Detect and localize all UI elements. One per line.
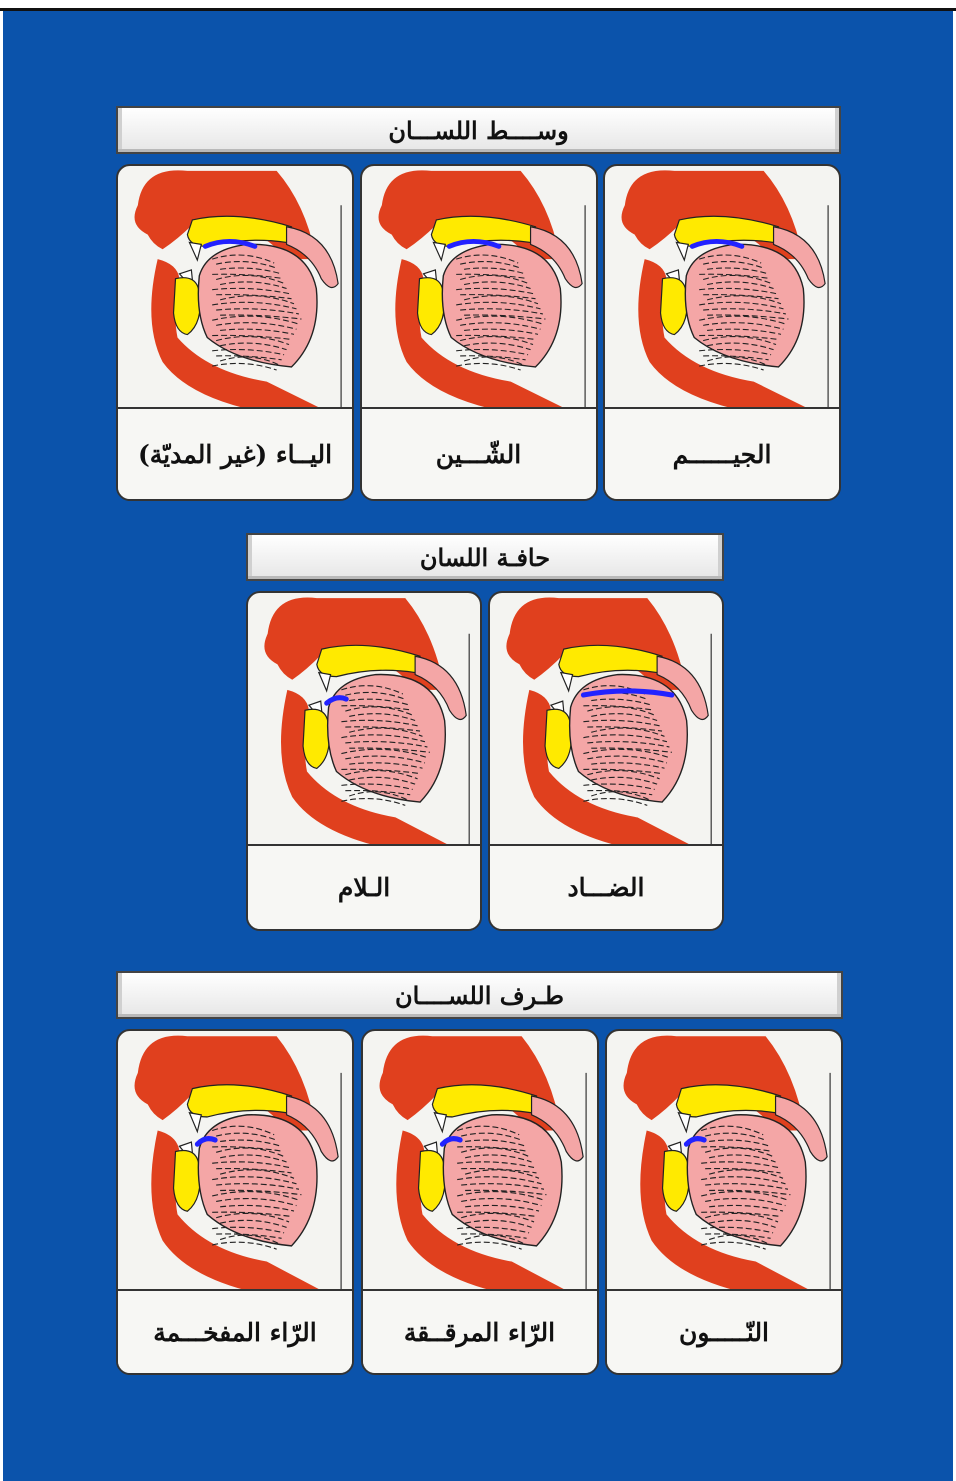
lower-gum <box>418 1150 445 1211</box>
mouth-diagram <box>118 1031 352 1293</box>
articulation-point <box>692 241 742 246</box>
group-title: طـرف اللســــان <box>116 971 843 1019</box>
upper-tooth <box>434 1113 446 1132</box>
articulation-card-sheen: الشّـــين <box>360 164 598 501</box>
articulation-point <box>449 241 499 246</box>
mouth-sagittal-svg <box>118 1031 352 1293</box>
letter-caption: اليــاء (غير المديّة) <box>118 407 352 499</box>
lower-gum <box>545 709 571 768</box>
group-title: وســــط اللســـان <box>116 106 841 154</box>
mouth-sagittal-svg <box>248 593 480 848</box>
mouth-sagittal-svg <box>362 166 596 411</box>
diagram-canvas: وســــط اللســـان الجيــــــم الشّـــين <box>3 11 953 1481</box>
group-tongue-tip: طـرف اللســــان النّـــــون الرّاء المرق… <box>116 971 843 1375</box>
upper-tooth <box>433 242 445 260</box>
mouth-diagram <box>118 166 352 411</box>
upper-tooth <box>678 1113 690 1132</box>
mouth-diagram <box>607 1031 841 1293</box>
lower-gum <box>174 278 201 335</box>
letter-caption: الـلام <box>248 844 480 929</box>
mouth-sagittal-svg <box>363 1031 597 1293</box>
lower-gum <box>663 1150 690 1211</box>
lower-gum <box>174 1150 201 1211</box>
articulation-card-yaa: اليــاء (غير المديّة) <box>116 164 354 501</box>
tongue <box>198 1115 317 1246</box>
mouth-diagram <box>362 166 596 411</box>
articulation-card-laam: الـلام <box>246 591 482 931</box>
letter-caption: الرّاء المفخـــمة <box>118 1289 352 1373</box>
articulation-card-jeem: الجيــــــم <box>603 164 841 501</box>
articulation-card-raa-light: الرّاء المرقــقة <box>361 1029 599 1375</box>
articulation-card-raa-heavy: الرّاء المفخـــمة <box>116 1029 354 1375</box>
mouth-sagittal-svg <box>118 166 352 411</box>
mouth-sagittal-svg <box>490 593 722 848</box>
tongue <box>687 1115 806 1246</box>
tongue <box>685 244 804 367</box>
mouth-sagittal-svg <box>607 1031 841 1293</box>
upper-tooth <box>189 242 201 260</box>
letter-caption: الشّـــين <box>362 407 596 499</box>
articulation-card-daad: الضـــاد <box>488 591 724 931</box>
articulation-point <box>205 241 255 246</box>
lower-gum <box>303 709 329 768</box>
group-title: حافـة اللسان <box>246 533 724 581</box>
mouth-diagram <box>363 1031 597 1293</box>
upper-tooth <box>676 242 688 260</box>
letter-caption: النّـــــون <box>607 1289 841 1373</box>
tongue <box>443 1115 562 1246</box>
tongue <box>328 675 446 803</box>
mouth-sagittal-svg <box>605 166 839 411</box>
letter-caption: الضـــاد <box>490 844 722 929</box>
lower-gum <box>417 278 444 335</box>
letter-caption: الرّاء المرقــقة <box>363 1289 597 1373</box>
tongue <box>198 244 317 367</box>
upper-tooth <box>189 1113 201 1132</box>
mouth-diagram <box>490 593 722 848</box>
articulation-card-noon: النّـــــون <box>605 1029 843 1375</box>
group-middle-tongue: وســــط اللســـان الجيــــــم الشّـــين <box>116 106 841 501</box>
group-tongue-edge: حافـة اللسان الضـــاد الـلام <box>246 533 724 931</box>
upper-tooth <box>561 673 573 691</box>
letter-caption: الجيــــــم <box>605 407 839 499</box>
tongue <box>442 244 561 367</box>
lower-gum <box>661 278 688 335</box>
mouth-diagram <box>248 593 480 848</box>
upper-tooth <box>319 673 331 691</box>
mouth-diagram <box>605 166 839 411</box>
